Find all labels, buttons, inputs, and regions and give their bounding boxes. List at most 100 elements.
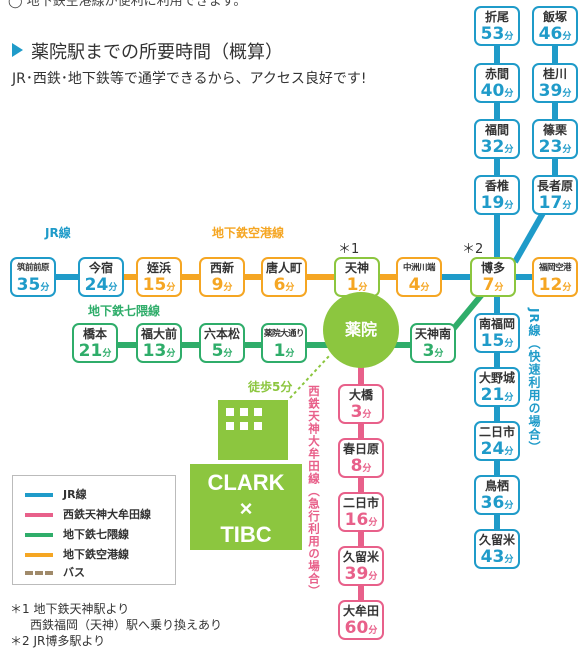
nanakuma-line-label: 地下鉄七隈線 xyxy=(88,304,161,318)
station-minutes: 17 xyxy=(538,193,563,213)
station-minutes: 32 xyxy=(480,137,505,157)
legend-item-kuko: 地下鉄空港線 xyxy=(25,546,129,562)
subtitle: JR･西鉄･地下鉄等で通学できるから、アクセス良好です! xyxy=(12,71,367,87)
station-name: 姪浜 xyxy=(146,261,171,275)
triangle-icon xyxy=(12,43,23,57)
station-minutes: 24 xyxy=(480,439,505,459)
station-name: 大野城 xyxy=(478,371,515,385)
station-name: 橋本 xyxy=(82,327,107,341)
station-name: 福岡空港 xyxy=(538,263,572,273)
nishitetsu-line-label: 西鉄天神大牟田線（急行利用の場合） xyxy=(307,385,321,598)
note-1-detail: 西鉄福岡（天神）駅へ乗り換えあり xyxy=(30,618,223,632)
minutes-unit: 分 xyxy=(562,201,572,211)
top-partial-text: ◯ 地下鉄空港線が便利に利用できます。 xyxy=(8,0,247,9)
station-minutes: 23 xyxy=(538,137,563,157)
yakuin-station-hub: 薬院 xyxy=(323,292,399,368)
legend-label: 西鉄天神大牟田線 xyxy=(63,508,151,521)
legend-label: JR線 xyxy=(63,488,87,501)
station-name: 篠栗 xyxy=(542,123,567,137)
station-minutes: 16 xyxy=(344,510,369,530)
minutes-unit: 分 xyxy=(362,410,372,420)
station-minutes: 7 xyxy=(482,275,495,295)
station-name: 南福岡 xyxy=(478,317,515,331)
station-minutes: 8 xyxy=(350,456,363,476)
minutes-unit: 分 xyxy=(434,349,444,359)
station-name: 天神 xyxy=(344,261,369,275)
station-minutes: 39 xyxy=(538,81,563,101)
station-name: 二日市 xyxy=(478,425,515,439)
station-name: 今宿 xyxy=(88,261,113,275)
station-minutes: 9 xyxy=(211,275,224,295)
minutes-unit: 分 xyxy=(504,32,514,42)
minutes-unit: 分 xyxy=(368,626,378,636)
station-minutes: 39 xyxy=(344,564,369,584)
station-minutes: 1 xyxy=(273,341,286,361)
station-name: 久留米 xyxy=(342,550,379,564)
legend-item-jr: JR線 xyxy=(25,486,87,502)
minutes-unit: 分 xyxy=(504,145,514,155)
station-minutes: 40 xyxy=(480,81,505,101)
legend-label: 地下鉄七隈線 xyxy=(63,528,129,541)
minutes-unit: 分 xyxy=(494,283,504,293)
station-name: 桂川 xyxy=(542,67,567,81)
minutes-unit: 分 xyxy=(285,283,295,293)
station-minutes: 13 xyxy=(142,341,167,361)
minutes-unit: 分 xyxy=(504,447,514,457)
school-logo: CLARK × TIBC xyxy=(190,464,302,550)
station-name: 天神南 xyxy=(414,327,451,341)
mark-1: ＊1 xyxy=(338,242,360,257)
station-name: 西新 xyxy=(209,261,234,275)
building-icon xyxy=(218,400,288,460)
minutes-unit: 分 xyxy=(223,349,233,359)
minutes-unit: 分 xyxy=(504,339,514,349)
minutes-unit: 分 xyxy=(504,393,514,403)
station-minutes: 21 xyxy=(78,341,103,361)
station-name: 久留米 xyxy=(478,533,515,547)
jr-kaisoku-label: JR線（快速利用の場合） xyxy=(527,308,541,454)
station-minutes: 19 xyxy=(480,193,505,213)
kuko-line-label: 地下鉄空港線 xyxy=(212,226,285,240)
minutes-unit: 分 xyxy=(504,201,514,211)
station-name: 折尾 xyxy=(484,10,509,24)
station-minutes: 36 xyxy=(480,493,505,513)
station-minutes: 3 xyxy=(422,341,435,361)
minutes-unit: 分 xyxy=(504,89,514,99)
station-minutes: 6 xyxy=(273,275,286,295)
station-minutes: 43 xyxy=(480,547,505,567)
bus-route xyxy=(289,354,331,399)
minutes-unit: 分 xyxy=(368,572,378,582)
minutes-unit: 分 xyxy=(562,89,572,99)
minutes-unit: 分 xyxy=(368,518,378,528)
station-minutes: 46 xyxy=(538,24,563,44)
minutes-unit: 分 xyxy=(504,555,514,565)
station-name: 飯塚 xyxy=(542,10,567,24)
school-name-1: CLARK xyxy=(207,470,285,495)
station-minutes: 5 xyxy=(211,341,224,361)
station-name: 香椎 xyxy=(484,179,509,193)
station-name: 博多 xyxy=(480,261,505,275)
station-minutes: 35 xyxy=(16,275,41,295)
minutes-unit: 分 xyxy=(108,283,118,293)
minutes-unit: 分 xyxy=(420,283,430,293)
minutes-unit: 分 xyxy=(166,349,176,359)
minutes-unit: 分 xyxy=(562,283,572,293)
heading-text: 薬院駅までの所要時間（概算） xyxy=(31,42,283,63)
station-name: 福大前 xyxy=(140,327,177,341)
station-name: 二日市 xyxy=(342,496,379,510)
legend-item-nishitetsu: 西鉄天神大牟田線 xyxy=(25,506,151,522)
station-name: 春日原 xyxy=(342,442,379,456)
